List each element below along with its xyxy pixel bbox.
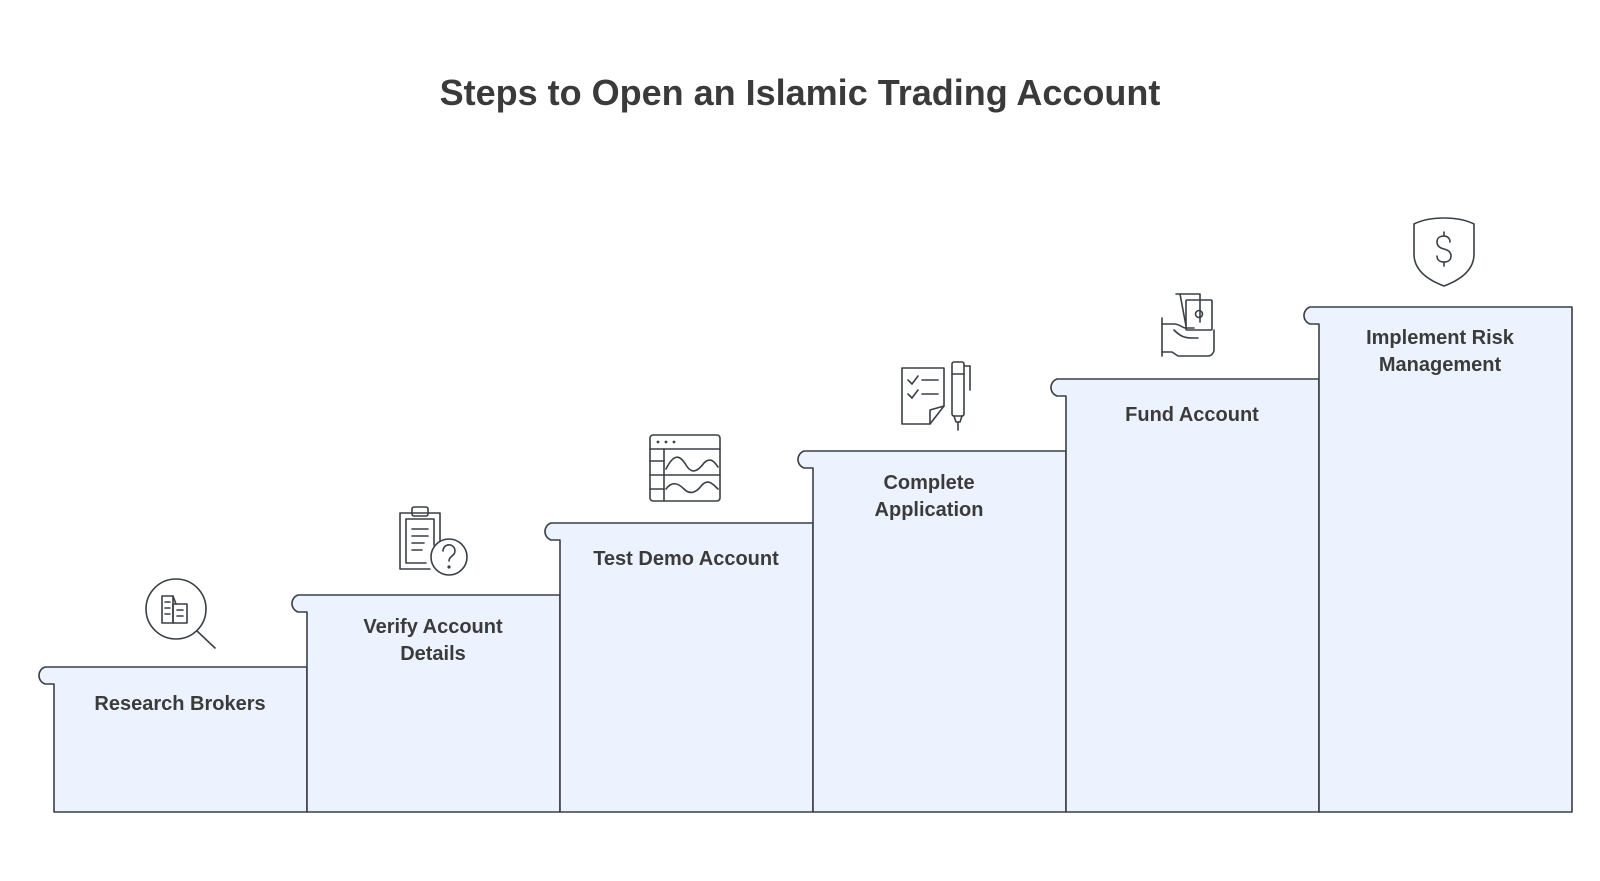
step-label-4: Complete Application: [874, 472, 984, 521]
step-label-3: Test Demo Account: [593, 548, 779, 570]
hand-money-icon: [1161, 293, 1215, 357]
step-block-5: [1050, 378, 1320, 813]
step-block-6: [1303, 306, 1573, 813]
step-label-5: Fund Account: [1125, 404, 1259, 426]
step-label-6: Implement Risk Management: [1366, 327, 1514, 376]
step-block-2: [291, 594, 561, 813]
step-label-2: Verify Account Details: [363, 616, 503, 665]
step-block-3: [544, 522, 814, 813]
checklist-pen-icon: [901, 361, 971, 431]
clipboard-question-icon: [399, 506, 468, 576]
step-label-1: Research Brokers: [94, 693, 266, 715]
step-block-4: [797, 450, 1067, 813]
shield-dollar-icon: [1413, 217, 1475, 287]
step-block-1: [38, 666, 308, 813]
browser-chart-icon: [649, 434, 721, 502]
diagram-title: Steps to Open an Islamic Trading Account: [439, 72, 1161, 113]
magnifier-building-icon: [145, 578, 216, 649]
